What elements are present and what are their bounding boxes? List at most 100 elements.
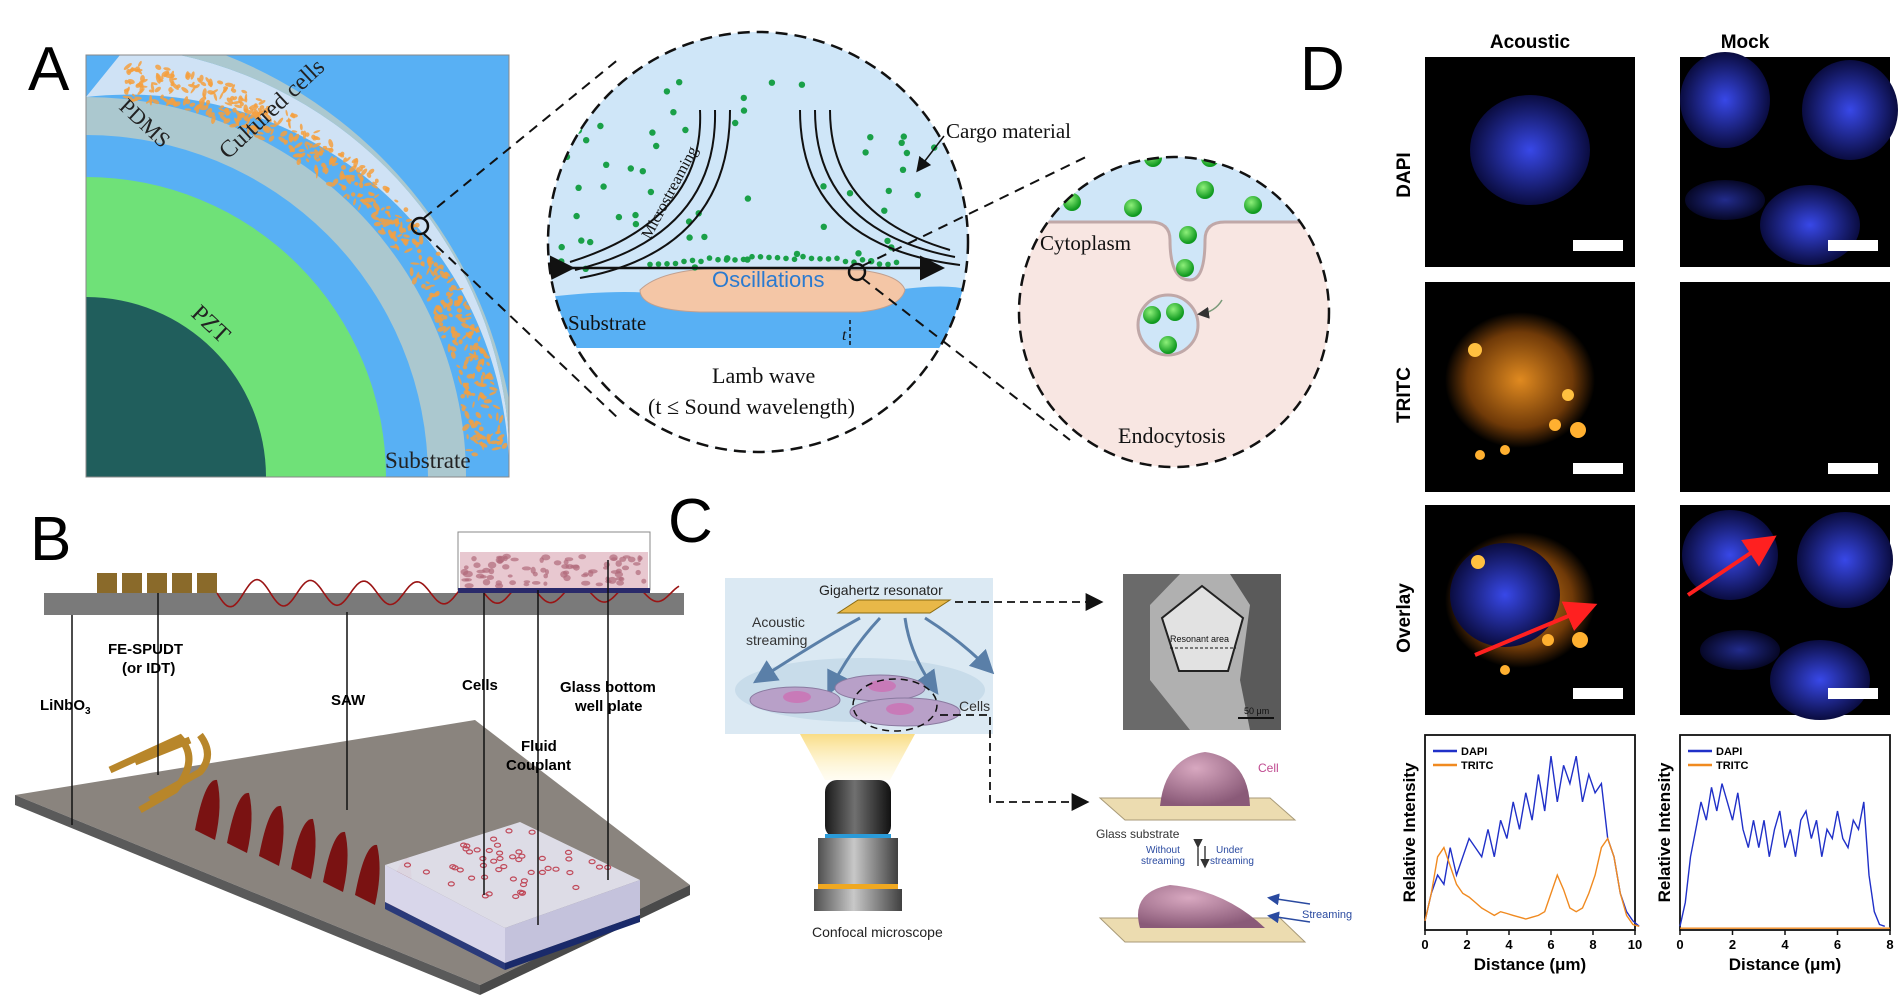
cell-speck xyxy=(259,105,265,110)
cell-spot xyxy=(641,578,647,584)
cell-speck xyxy=(366,202,370,209)
cell-speck xyxy=(403,234,410,238)
cell-speck xyxy=(199,74,204,82)
well-cell xyxy=(516,889,525,895)
cell-speck xyxy=(486,361,490,366)
cell-spot xyxy=(637,555,642,563)
cells-label: Cells xyxy=(462,677,498,694)
x-tick-label: 0 xyxy=(1421,937,1428,952)
cargo-dot xyxy=(558,243,565,251)
cell-speck xyxy=(250,125,259,131)
cell-speck xyxy=(213,92,218,101)
cell-spot xyxy=(486,575,494,580)
cell-speck xyxy=(339,170,344,181)
substrate-corner-label: Substrate xyxy=(385,448,471,473)
substrate-label: Substrate xyxy=(568,311,646,335)
cell-speck xyxy=(220,105,225,109)
cell-speck xyxy=(223,118,231,124)
legend-label: DAPI xyxy=(1461,746,1487,758)
cell-deformed xyxy=(1138,885,1265,928)
cargo-dot xyxy=(855,250,862,257)
saw-ridge xyxy=(323,831,348,892)
cell-speck xyxy=(463,358,469,367)
cell-speck xyxy=(418,274,423,280)
cell-speck xyxy=(468,353,475,357)
cell-speck xyxy=(123,63,132,70)
well-cell xyxy=(565,856,573,862)
cell-spot xyxy=(521,566,532,571)
cell-speck xyxy=(305,132,310,137)
cargo-dot xyxy=(859,257,866,263)
cell-spot xyxy=(497,559,503,564)
cargo-dot xyxy=(686,234,693,241)
cell-speck xyxy=(420,263,425,267)
cell-speck xyxy=(489,381,495,385)
cell-speck xyxy=(324,167,329,175)
well-cell xyxy=(456,867,464,873)
cell-speck xyxy=(425,281,430,284)
cell-speck xyxy=(484,372,491,380)
cell-speck xyxy=(372,181,378,186)
cargo-sphere xyxy=(1291,191,1309,209)
cell-speck xyxy=(325,181,336,187)
cell-speck xyxy=(386,211,391,218)
fluid-label: Fluid xyxy=(521,738,557,755)
cargo-dot xyxy=(881,207,888,214)
cell-speck xyxy=(161,75,164,80)
cell-speck xyxy=(223,86,228,90)
cell-speck xyxy=(480,374,484,385)
cell-speck xyxy=(290,112,296,119)
cell-speck xyxy=(190,71,195,80)
cell-speck xyxy=(458,339,463,345)
cell-speck xyxy=(474,357,479,361)
glass-bottom-label: Glass bottom xyxy=(560,679,656,696)
cargo-dot xyxy=(793,250,801,258)
cell-speck xyxy=(437,326,447,332)
cargo-dot xyxy=(740,256,747,263)
linbo3-3d xyxy=(15,720,690,985)
cell-speck xyxy=(480,435,487,440)
cell-speck xyxy=(358,182,364,189)
cell-speck xyxy=(132,93,136,97)
cell-speck xyxy=(458,369,463,375)
cell-speck xyxy=(269,124,277,128)
cargo-dot xyxy=(732,257,738,263)
cell-spot xyxy=(502,553,511,560)
cell-speck xyxy=(492,404,501,410)
cargo-dot xyxy=(783,255,789,262)
well-cell xyxy=(465,849,474,855)
cell-speck xyxy=(373,221,382,227)
idt-fingers xyxy=(97,573,217,593)
cell-speck xyxy=(232,107,237,113)
cell-speck xyxy=(353,158,359,168)
plot-frame xyxy=(1424,734,1636,931)
cell-speck xyxy=(464,344,468,351)
cell-speck xyxy=(329,158,336,164)
cell-spot xyxy=(482,579,491,586)
cell-spot xyxy=(615,560,622,567)
zoom-marker xyxy=(410,216,430,236)
cell-speck xyxy=(497,434,505,440)
micrograph-dapi-acoustic xyxy=(1425,57,1635,267)
cell-speck xyxy=(469,357,474,362)
cell-speck xyxy=(312,136,319,141)
cell-speck xyxy=(364,197,373,203)
cell-speck xyxy=(316,158,321,162)
cell-spot xyxy=(564,557,574,562)
cell-spot xyxy=(488,568,495,575)
col-acoustic-label: Acoustic xyxy=(1490,32,1571,53)
cargo-dot xyxy=(603,161,610,168)
cell-speck xyxy=(476,364,481,373)
cell-speck xyxy=(200,81,207,87)
cell-speck xyxy=(276,117,284,126)
well-cell xyxy=(512,893,520,900)
cell-speck xyxy=(170,81,175,87)
cell-speck xyxy=(248,104,257,110)
cell-speck xyxy=(313,154,317,161)
series-line-dapi xyxy=(1424,755,1640,927)
cell-speck xyxy=(137,88,145,95)
well-plate-label: well plate xyxy=(574,698,643,715)
microstreaming-zoom xyxy=(548,32,968,452)
y-axis-label: Relative Intensity xyxy=(1400,762,1419,902)
glass-bottom xyxy=(458,588,650,593)
